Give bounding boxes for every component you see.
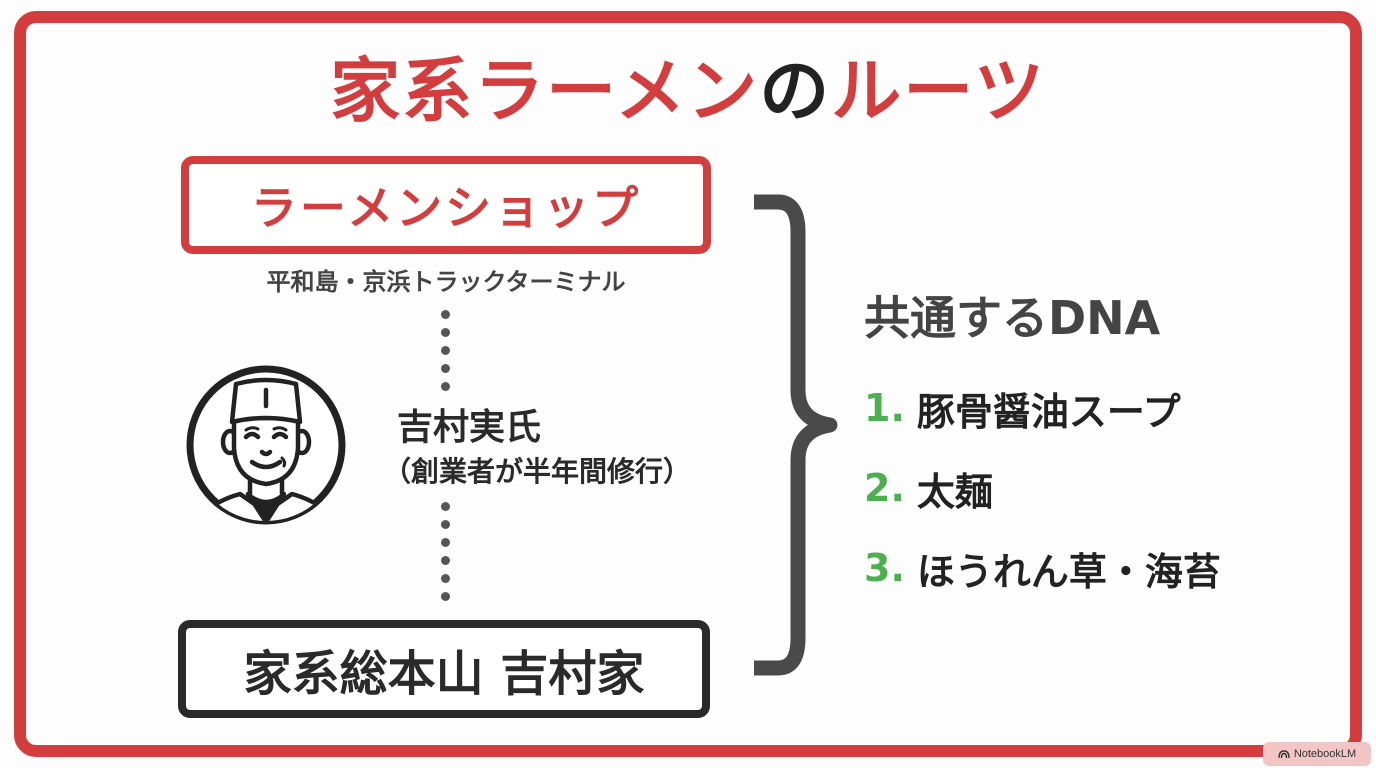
dna-item: 1. 豚骨醤油スープ xyxy=(864,368,1221,448)
title-part-iekei-ramen: 家系ラーメン xyxy=(330,50,760,132)
right-curly-brace xyxy=(754,194,838,676)
dna-item: 3. ほうれん草・海苔 xyxy=(864,528,1221,608)
dna-list: 1. 豚骨醤油スープ 2. 太麺 3. ほうれん草・海苔 xyxy=(864,368,1221,608)
dna-title: 共通するDNA xyxy=(864,291,1161,345)
dotted-connector-top xyxy=(441,310,451,400)
dna-item-label: ほうれん草・海苔 xyxy=(916,549,1221,594)
origin-location: 平和島・京浜トラックターミナル xyxy=(266,268,626,296)
dna-item: 2. 太麺 xyxy=(864,448,1221,528)
slide-title: 家系ラーメンのルーツ xyxy=(0,46,1376,136)
watermark-label: NotebookLM xyxy=(1293,748,1357,760)
dna-item-number: 2. xyxy=(864,466,905,510)
title-part-no: の xyxy=(759,50,832,132)
dna-item-number: 3. xyxy=(864,546,905,590)
dotted-connector-bottom xyxy=(441,502,451,610)
mentor-name: 吉村実氏 xyxy=(397,407,542,448)
title-part-roots: ルーツ xyxy=(831,50,1046,132)
dna-item-label: 太麺 xyxy=(916,469,993,514)
dna-item-number: 1. xyxy=(864,386,905,430)
successor-shop-box: 家系総本山 吉村家 xyxy=(178,620,710,718)
origin-shop-name: ラーメンショップ xyxy=(250,181,642,235)
origin-shop-box: ラーメンショップ xyxy=(181,156,711,254)
notebooklm-watermark: NotebookLM xyxy=(1263,742,1371,766)
mentor-note: （創業者が半年間修行） xyxy=(383,455,692,488)
dna-item-label: 豚骨醤油スープ xyxy=(916,389,1181,434)
chef-icon xyxy=(186,365,346,525)
notebooklm-icon xyxy=(1278,750,1290,759)
successor-shop-name: 家系総本山 吉村家 xyxy=(243,646,645,702)
